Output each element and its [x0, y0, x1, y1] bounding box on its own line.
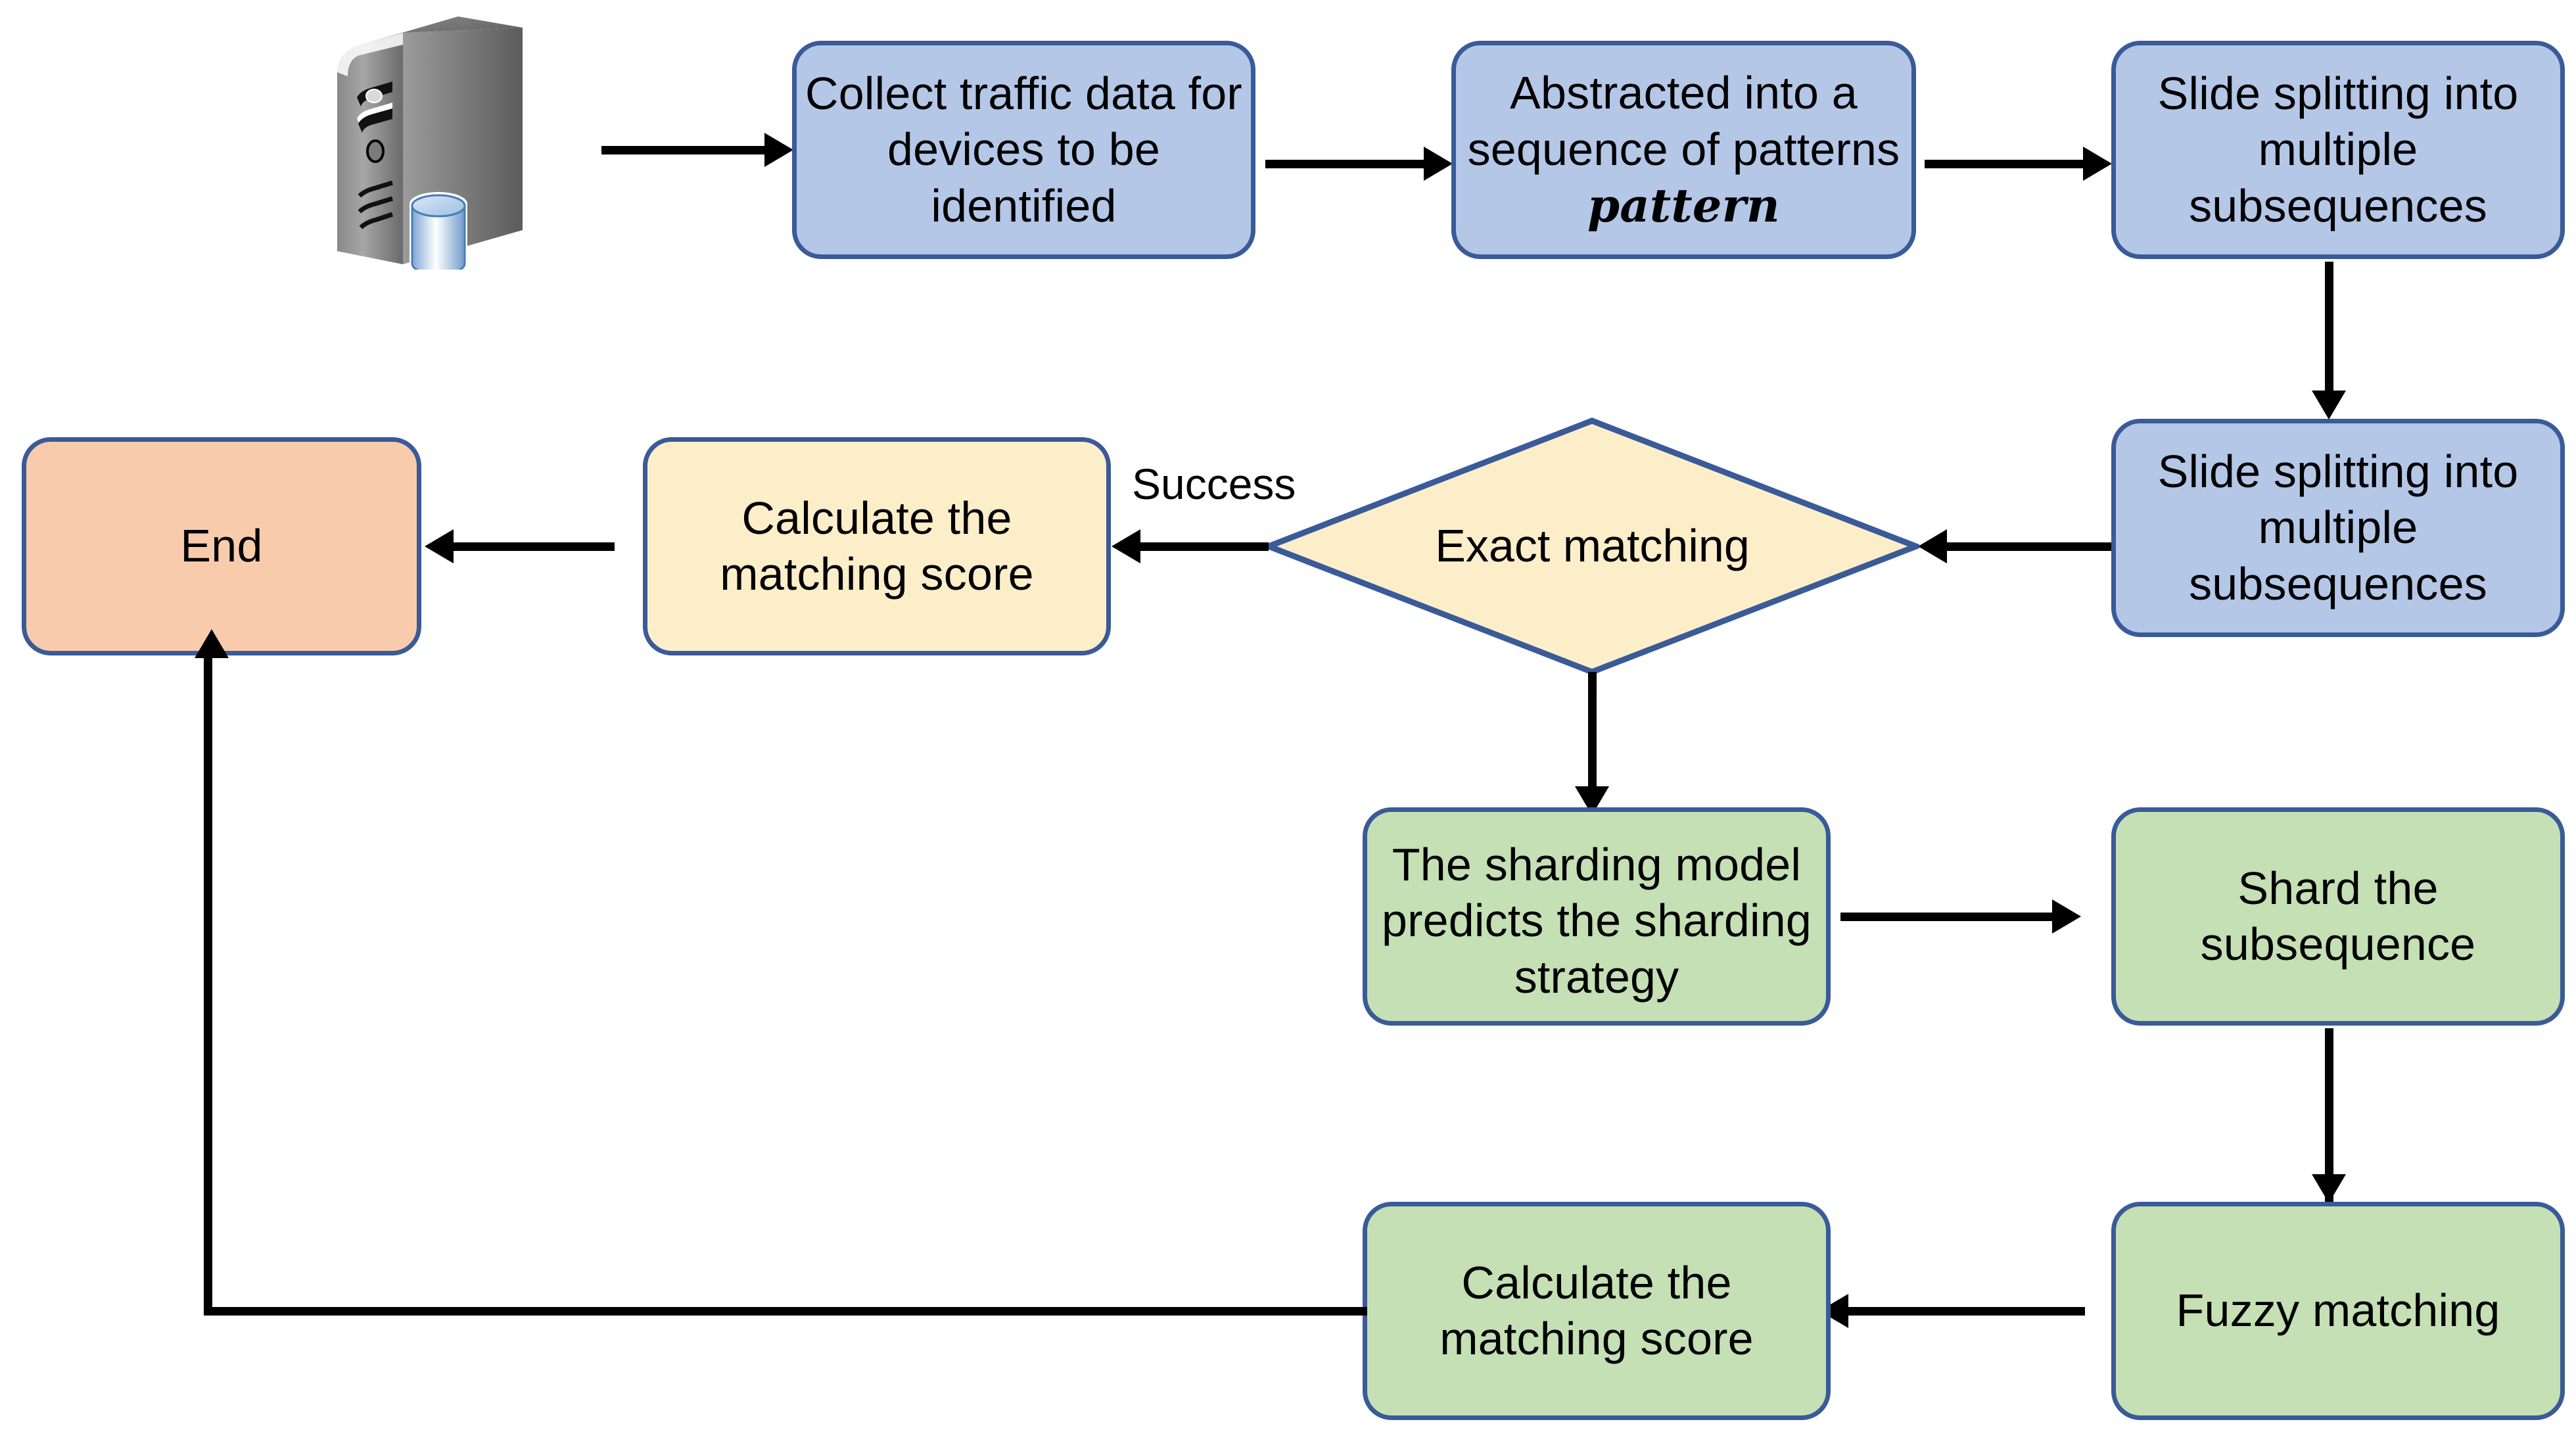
edge-calc-fuzzy-to-end-vertical	[204, 657, 212, 1315]
node-calculate-matching-score-exact[interactable]: Calculate the matching score	[643, 437, 1111, 655]
edge-slide1-to-slide2-arrowhead	[2312, 391, 2346, 419]
node-collect-traffic-data[interactable]: Collect traffic data for devices to be i…	[792, 41, 1255, 259]
edge-collect-to-abstract	[1265, 160, 1426, 168]
edge-shard-to-fuzzy	[2325, 1028, 2333, 1202]
pattern-math-term: pattern	[1587, 178, 1780, 233]
edge-slide2-to-exact-matching-arrowhead	[1918, 529, 1947, 563]
edge-server-to-collect	[601, 146, 766, 154]
node-slide-splitting-2[interactable]: Slide splitting into multiple subsequenc…	[2111, 419, 2565, 637]
node-calculate-matching-score-fuzzy-label: Calculate the matching score	[1440, 1256, 1754, 1364]
node-slide-splitting-1-label: Slide splitting into multiple subsequenc…	[2157, 67, 2519, 231]
edge-sharding-model-to-shard-arrowhead	[2052, 899, 2081, 934]
node-fuzzy-matching-label: Fuzzy matching	[2176, 1285, 2500, 1337]
server-database-icon	[332, 13, 569, 276]
edge-fuzzy-to-calc-score	[1848, 1307, 2085, 1316]
node-end[interactable]: End	[22, 437, 421, 655]
edge-collect-to-abstract-arrowhead	[1424, 147, 1453, 181]
edge-slide2-to-exact-matching	[1947, 542, 2111, 551]
edge-abstract-to-slide-split-1	[1925, 160, 2086, 168]
edge-calc-score-to-end-arrowhead	[425, 529, 454, 563]
node-end-label: End	[180, 520, 263, 572]
edge-abstract-to-slide-split-1-arrowhead	[2083, 147, 2112, 181]
node-shard-the-subsequence-label: Shard the subsequence	[2200, 862, 2476, 970]
node-exact-matching-decision[interactable]: Exact matching	[1265, 417, 1919, 675]
node-sharding-model-predicts-label: The sharding model predicts the sharding…	[1381, 838, 1812, 1003]
edge-slide1-to-slide2	[2325, 262, 2333, 393]
edge-exact-to-calc-score	[1140, 542, 1269, 551]
node-fuzzy-matching[interactable]: Fuzzy matching	[2111, 1202, 2565, 1420]
edge-server-to-collect-arrowhead	[764, 133, 793, 167]
node-calculate-matching-score-fuzzy[interactable]: Calculate the matching score	[1363, 1202, 1831, 1420]
edge-calc-fuzzy-to-end-horizontal	[204, 1307, 1367, 1316]
node-shard-the-subsequence[interactable]: Shard the subsequence	[2111, 807, 2565, 1026]
node-abstracted-into-patterns-label: Abstracted into a sequence of patterns p…	[1467, 67, 1900, 233]
edge-calc-score-to-end	[454, 542, 615, 551]
edge-exact-to-sharding-model	[1588, 672, 1597, 813]
node-collect-traffic-data-label: Collect traffic data for devices to be i…	[805, 67, 1242, 231]
edge-shard-to-fuzzy-arrowhead	[2312, 1174, 2346, 1203]
edge-calc-fuzzy-to-end-arrowhead	[195, 629, 229, 658]
edge-label-success: Success	[1132, 460, 1296, 508]
edge-exact-to-calc-score-arrowhead	[1112, 529, 1140, 563]
node-calculate-matching-score-exact-label: Calculate the matching score	[720, 492, 1034, 600]
edge-sharding-model-to-shard	[1840, 913, 2054, 921]
node-slide-splitting-1[interactable]: Slide splitting into multiple subsequenc…	[2111, 41, 2565, 259]
node-slide-splitting-2-label: Slide splitting into multiple subsequenc…	[2157, 445, 2519, 609]
node-abstracted-into-patterns[interactable]: Abstracted into a sequence of patterns p…	[1451, 41, 1916, 259]
node-sharding-model-predicts[interactable]: The sharding model predicts the sharding…	[1363, 807, 1831, 1026]
